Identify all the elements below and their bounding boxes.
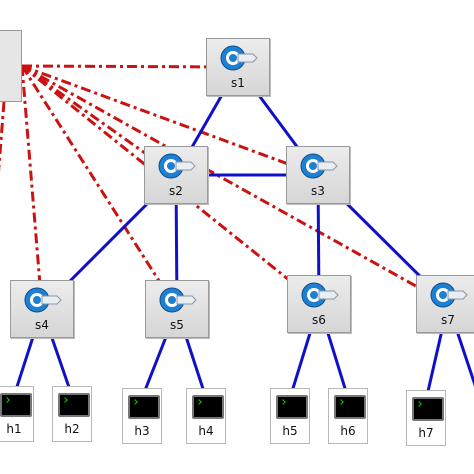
control-link-s1 (21, 64, 239, 69)
terminal-icon (0, 393, 32, 417)
host-h5[interactable]: h5 (270, 388, 310, 444)
host-label: h3 (134, 424, 150, 438)
data-links (12, 66, 474, 401)
host-h4[interactable]: h4 (186, 388, 226, 444)
terminal-icon (192, 395, 224, 419)
host-label: h2 (64, 422, 80, 436)
host-h1[interactable]: h1 (0, 386, 34, 442)
host-label: h4 (198, 424, 214, 438)
terminal-icon (334, 395, 366, 419)
control-link-offscreen (0, 101, 6, 172)
switch-label: s3 (311, 184, 325, 198)
host-h3[interactable]: h3 (122, 388, 162, 444)
host-label: h6 (340, 424, 356, 438)
control-link-s4 (20, 65, 44, 310)
controller-node[interactable] (0, 30, 22, 102)
switch-s5[interactable]: s5 (145, 280, 209, 338)
switch-label: s5 (170, 318, 184, 332)
switch-label: s2 (169, 184, 183, 198)
switch-s7[interactable]: s7 (416, 275, 474, 333)
control-link-s5 (20, 65, 179, 310)
openflow-switch-icon (157, 151, 197, 181)
host-label: h5 (282, 424, 298, 438)
control-link-s7 (21, 64, 449, 306)
openflow-switch-icon (429, 280, 469, 310)
host-h2[interactable]: h2 (52, 386, 92, 442)
host-label: h7 (418, 426, 434, 440)
openflow-switch-icon (219, 43, 259, 73)
host-label: h1 (6, 422, 22, 436)
terminal-icon (58, 393, 90, 417)
switch-s1[interactable]: s1 (206, 38, 270, 96)
switch-label: s6 (312, 313, 326, 327)
openflow-switch-icon (299, 151, 339, 181)
terminal-icon (276, 395, 308, 419)
openflow-switch-icon (300, 280, 340, 310)
terminal-icon (412, 397, 444, 421)
openflow-switch-icon (158, 285, 198, 315)
control-links (0, 64, 449, 310)
terminal-icon (128, 395, 160, 419)
switch-label: s7 (441, 313, 455, 327)
switch-label: s1 (231, 76, 245, 90)
switch-s4[interactable]: s4 (10, 280, 74, 338)
switch-label: s4 (35, 318, 49, 332)
switch-s6[interactable]: s6 (287, 275, 351, 333)
host-h7[interactable]: h7 (406, 390, 446, 446)
host-h6[interactable]: h6 (328, 388, 368, 444)
switch-s3[interactable]: s3 (286, 146, 350, 204)
openflow-switch-icon (23, 285, 63, 315)
switch-s2[interactable]: s2 (144, 146, 208, 204)
